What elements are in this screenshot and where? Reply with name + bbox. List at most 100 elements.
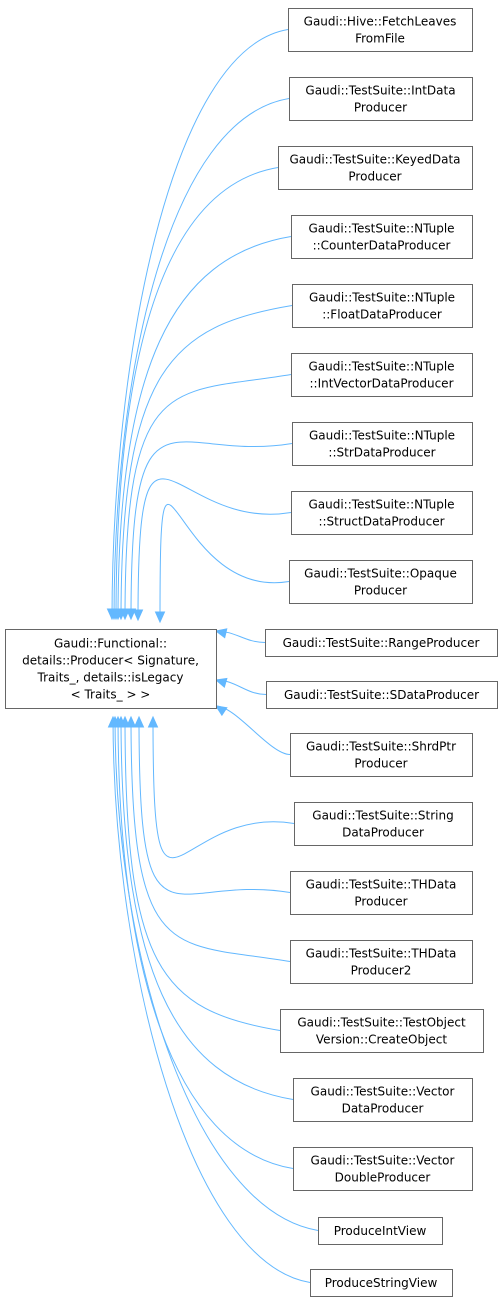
node-producer-base-box xyxy=(5,629,217,709)
node-ntuple-str-data-producer[interactable]: Gaudi::TestSuite::NTuple::StrDataProduce… xyxy=(292,422,473,466)
node-string-data-producer-label-line: DataProducer xyxy=(342,826,424,840)
node-produce-string-view[interactable]: ProduceStringView xyxy=(310,1269,453,1297)
node-ntuple-int-vector-data-producer-box xyxy=(291,353,473,397)
node-range-producer-box xyxy=(265,629,498,657)
node-ntuple-float-data-producer-label-line: Gaudi::TestSuite::NTuple xyxy=(309,291,455,305)
node-th-data-producer-label-line: Producer xyxy=(354,895,407,909)
node-ntuple-struct-data-producer-label-line: Gaudi::TestSuite::NTuple xyxy=(308,498,454,512)
node-s-data-producer[interactable]: Gaudi::TestSuite::SDataProducer xyxy=(266,681,498,709)
edge-ntuple-counter-data-producer xyxy=(117,236,292,620)
edge-shrd-ptr-producer-arrowhead xyxy=(214,705,228,717)
node-opaque-producer-box xyxy=(289,560,473,604)
edge-s-data-producer-arrowhead xyxy=(214,677,228,688)
node-ntuple-float-data-producer-box xyxy=(292,284,473,328)
node-th-data-producer-label-line: Gaudi::TestSuite::THData xyxy=(306,878,457,892)
node-int-data-producer-label-line: Producer xyxy=(354,101,407,115)
node-shrd-ptr-producer-label-line: Producer xyxy=(354,757,407,771)
node-keyed-data-producer-label-line: Producer xyxy=(348,170,401,184)
edge-keyed-data-producer xyxy=(115,167,279,620)
class-nodes: Gaudi::Functional::details::Producer< Si… xyxy=(5,8,498,1297)
node-fetch-leaves-from-file-label-line: Gaudi::Hive::FetchLeaves xyxy=(304,15,457,29)
edge-vector-data-producer xyxy=(120,716,294,1100)
node-ntuple-str-data-producer-box xyxy=(292,422,473,466)
node-ntuple-int-vector-data-producer-label-line: ::IntVectorDataProducer xyxy=(310,377,454,391)
node-keyed-data-producer-label-line: Gaudi::TestSuite::KeyedData xyxy=(289,153,460,167)
node-string-data-producer-box xyxy=(294,802,473,846)
node-s-data-producer-box xyxy=(266,681,498,709)
node-produce-int-view-label-line: ProduceIntView xyxy=(334,1224,427,1238)
node-producer-base[interactable]: Gaudi::Functional::details::Producer< Si… xyxy=(5,629,217,709)
node-ntuple-struct-data-producer[interactable]: Gaudi::TestSuite::NTuple::StructDataProd… xyxy=(291,491,473,535)
edge-ntuple-float-data-producer xyxy=(120,305,293,620)
edge-ntuple-int-vector-data-producer xyxy=(124,374,292,620)
node-vector-data-producer-box xyxy=(293,1078,473,1122)
node-ntuple-counter-data-producer-label-line: ::CounterDataProducer xyxy=(313,239,451,253)
node-vector-double-producer-label-line: Gaudi::TestSuite::Vector xyxy=(311,1154,455,1168)
edge-ntuple-str-data-producer xyxy=(130,441,293,620)
edge-produce-int-view xyxy=(114,716,319,1231)
node-vector-data-producer-label-line: Gaudi::TestSuite::Vector xyxy=(311,1085,455,1099)
edge-range-producer-arrowhead xyxy=(214,628,228,639)
edge-opaque-producer-arrowhead xyxy=(154,611,166,624)
node-test-object-version-create-object[interactable]: Gaudi::TestSuite::TestObjectVersion::Cre… xyxy=(280,1009,484,1053)
node-ntuple-float-data-producer-label-line: ::FloatDataProducer xyxy=(322,308,442,322)
node-produce-int-view-box xyxy=(318,1217,443,1245)
edge-ntuple-str-data-producer-arrowhead xyxy=(125,608,137,621)
node-s-data-producer-label-line: Gaudi::TestSuite::SDataProducer xyxy=(284,688,479,702)
node-vector-data-producer-label-line: DataProducer xyxy=(342,1102,424,1116)
node-opaque-producer-label-line: Producer xyxy=(354,584,407,598)
node-produce-string-view-box xyxy=(310,1269,453,1297)
edge-string-data-producer-arrowhead xyxy=(147,715,159,728)
node-vector-data-producer[interactable]: Gaudi::TestSuite::VectorDataProducer xyxy=(293,1078,473,1122)
node-ntuple-str-data-producer-label-line: Gaudi::TestSuite::NTuple xyxy=(309,429,455,443)
node-th-data-producer2-box xyxy=(290,940,473,984)
node-ntuple-str-data-producer-label-line: ::StrDataProducer xyxy=(328,446,435,460)
edge-ntuple-struct-data-producer-arrowhead xyxy=(132,609,144,622)
node-shrd-ptr-producer-label-line: Gaudi::TestSuite::ShrdPtr xyxy=(306,740,456,754)
node-ntuple-struct-data-producer-box xyxy=(291,491,473,535)
edge-produce-string-view xyxy=(112,716,311,1283)
node-fetch-leaves-from-file-label-line: FromFile xyxy=(355,32,405,46)
node-fetch-leaves-from-file-box xyxy=(288,8,473,52)
node-ntuple-float-data-producer[interactable]: Gaudi::TestSuite::NTuple::FloatDataProdu… xyxy=(292,284,473,328)
edge-shrd-ptr-producer xyxy=(215,705,291,755)
node-keyed-data-producer-box xyxy=(278,146,473,190)
node-produce-string-view-label-line: ProduceStringView xyxy=(325,1276,438,1290)
node-th-data-producer2-label-line: Gaudi::TestSuite::THData xyxy=(306,947,457,961)
node-vector-double-producer-label-line: DoubleProducer xyxy=(335,1171,431,1185)
node-shrd-ptr-producer-box xyxy=(290,733,473,777)
node-test-object-version-create-object-box xyxy=(280,1009,484,1053)
node-int-data-producer-label-line: Gaudi::TestSuite::IntData xyxy=(305,84,455,98)
edge-ntuple-struct-data-producer xyxy=(137,478,292,621)
node-ntuple-int-vector-data-producer[interactable]: Gaudi::TestSuite::NTuple::IntVectorDataP… xyxy=(291,353,473,397)
node-test-object-version-create-object-label-line: Gaudi::TestSuite::TestObject xyxy=(297,1016,466,1030)
edge-th-data-producer2 xyxy=(130,716,291,962)
node-producer-base-label-line: details::Producer< Signature, xyxy=(22,654,199,668)
node-producer-base-label-line: < Traits_ > > xyxy=(71,688,151,702)
node-ntuple-int-vector-data-producer-label-line: Gaudi::TestSuite::NTuple xyxy=(308,360,454,374)
edge-th-data-producer-arrowhead xyxy=(133,715,145,728)
node-opaque-producer-label-line: Gaudi::TestSuite::Opaque xyxy=(304,567,457,581)
node-producer-base-label-line: Gaudi::Functional:: xyxy=(54,637,167,651)
node-producer-base-label-line: Traits_, details::isLegacy xyxy=(37,671,184,685)
edge-string-data-producer xyxy=(152,716,295,859)
node-range-producer[interactable]: Gaudi::TestSuite::RangeProducer xyxy=(265,629,498,657)
edge-int-data-producer xyxy=(113,98,290,620)
node-th-data-producer2-label-line: Producer2 xyxy=(351,964,412,978)
node-ntuple-counter-data-producer[interactable]: Gaudi::TestSuite::NTuple::CounterDataPro… xyxy=(291,215,473,259)
node-ntuple-counter-data-producer-box xyxy=(291,215,473,259)
node-ntuple-counter-data-producer-label-line: Gaudi::TestSuite::NTuple xyxy=(308,222,454,236)
edge-fetch-leaves-from-file xyxy=(111,29,289,620)
node-produce-int-view[interactable]: ProduceIntView xyxy=(318,1217,443,1245)
node-test-object-version-create-object-label-line: Version::CreateObject xyxy=(316,1033,447,1047)
